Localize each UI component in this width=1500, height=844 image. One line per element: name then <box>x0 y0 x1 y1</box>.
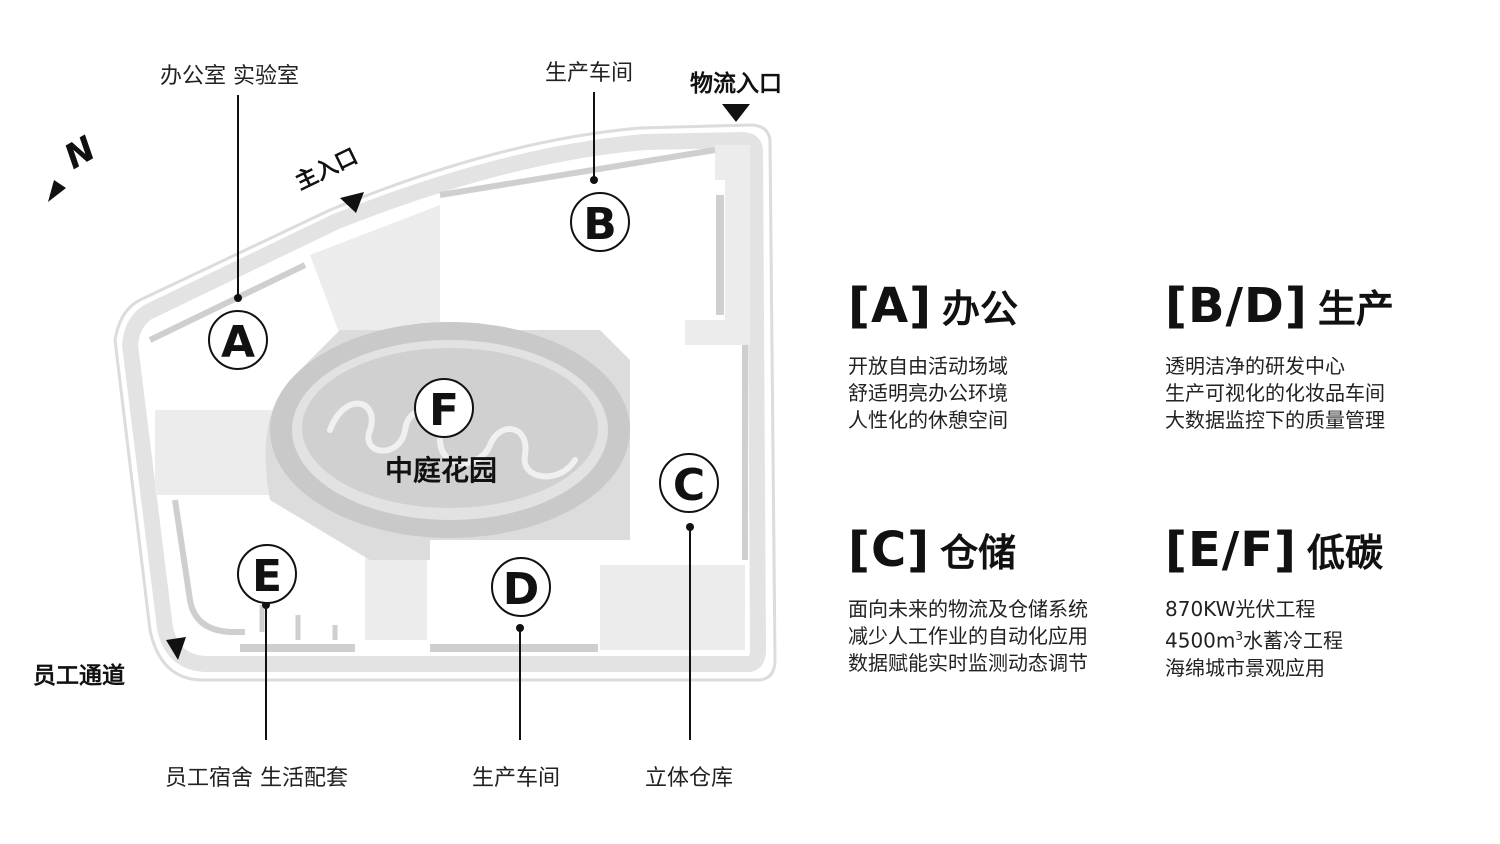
zone-name: 仓储 <box>940 531 1017 575</box>
leader-b-dot <box>590 176 598 184</box>
north-arrow-icon <box>48 180 66 202</box>
wall-west-a <box>148 262 307 343</box>
svg-text:B: B <box>583 199 617 250</box>
zone-title-low-carbon: [E/F]低碳 <box>1165 522 1383 578</box>
zone-name: 办公 <box>942 287 1019 331</box>
site-plan: N 主入口 A B C D E F 中庭花园 <box>48 92 777 740</box>
zone-line: 人性化的休憩空间 <box>848 408 1008 432</box>
zone-lines-low-carbon: 870KW光伏工程 4500m3水蓄冷工程 海绵城市景观应用 <box>1165 596 1343 682</box>
zone-line: 开放自由活动场域 <box>848 354 1008 378</box>
zone-line: 舒适明亮办公环境 <box>848 381 1008 405</box>
zone-code: [B/D] <box>1165 278 1308 334</box>
garden-stream <box>327 400 578 480</box>
zone-lines-storage: 面向未来的物流及仓储系统 减少人工作业的自动化应用 数据赋能实时监测动态调节 <box>848 596 1088 677</box>
zone-line: 减少人工作业的自动化应用 <box>848 624 1088 648</box>
zone-name: 低碳 <box>1306 531 1383 575</box>
zone-line: 海绵城市景观应用 <box>1165 655 1325 680</box>
main-entrance-label: 主入口 <box>292 144 362 195</box>
marker-a: A <box>208 310 268 370</box>
zone-code: [C] <box>848 522 931 578</box>
zone-line: 大数据监控下的质量管理 <box>1165 408 1385 432</box>
site-boundary <box>113 123 777 682</box>
callout-production-top: 生产车间 <box>545 61 634 86</box>
perimeter-road <box>121 131 767 672</box>
open-space-southeast <box>600 565 745 650</box>
marker-d: D <box>491 557 551 617</box>
zone-line: 数据赋能实时监测动态调节 <box>848 651 1088 675</box>
marker-c: C <box>659 453 719 513</box>
superscript-three: 3 <box>1235 629 1244 643</box>
svg-text:C: C <box>673 460 705 511</box>
open-space-nw-strip <box>715 145 727 180</box>
zone-title-office: [A]办公 <box>848 278 1018 334</box>
logistics-entrance-label: 物流入口 <box>690 71 782 97</box>
wall-e-ticks <box>259 605 338 640</box>
zone-lines-production: 透明洁净的研发中心 生产可视化的化妆品车间 大数据监控下的质量管理 <box>1165 353 1385 434</box>
marker-e: E <box>237 544 297 604</box>
zone-name: 生产 <box>1317 287 1394 331</box>
zone-line: 透明洁净的研发中心 <box>1165 354 1345 378</box>
zone-line: 生产可视化的化妆品车间 <box>1165 381 1385 405</box>
zone-lines-office: 开放自由活动场域 舒适明亮办公环境 人性化的休憩空间 <box>848 353 1008 434</box>
open-space-plaza <box>310 205 440 335</box>
zone-title-production: [B/D]生产 <box>1165 278 1394 334</box>
north-label: N <box>58 129 103 178</box>
callout-production-bottom: 生产车间 <box>472 766 561 791</box>
svg-text:D: D <box>503 564 540 615</box>
callout-warehouse: 立体仓库 <box>645 766 734 791</box>
wall-north-b <box>439 147 716 198</box>
leader-a-dot <box>234 294 242 302</box>
zone-line: 870KW光伏工程 <box>1165 597 1316 621</box>
zone-line: 4500m3水蓄冷工程 <box>1165 623 1343 655</box>
zone-title-storage: [C]仓储 <box>848 522 1016 578</box>
main-entrance-arrow <box>340 192 364 213</box>
svg-text:E: E <box>252 551 282 602</box>
marker-b: B <box>570 192 630 252</box>
zone-line-part: 4500m <box>1165 628 1236 653</box>
svg-text:F: F <box>429 385 459 436</box>
marker-f: F <box>414 378 474 438</box>
leader-d-dot <box>516 624 524 632</box>
open-space-ne-strip <box>725 145 750 345</box>
garden-label: 中庭花园 <box>385 454 497 487</box>
logistics-entrance-arrow <box>722 104 750 122</box>
wall-west-e <box>172 499 245 635</box>
zone-line: 面向未来的物流及仓储系统 <box>848 597 1088 621</box>
leader-c-dot <box>686 523 694 531</box>
zone-code: [E/F] <box>1165 522 1297 578</box>
staff-entrance-label: 员工通道 <box>33 663 125 689</box>
zone-code: [A] <box>848 278 933 334</box>
callout-office-lab: 办公室 实验室 <box>160 64 299 89</box>
svg-text:A: A <box>221 317 255 368</box>
zone-line-part: 水蓄冷工程 <box>1243 628 1344 653</box>
callout-dormitory: 员工宿舍 生活配套 <box>165 766 348 791</box>
staff-entrance-arrow <box>166 637 186 660</box>
